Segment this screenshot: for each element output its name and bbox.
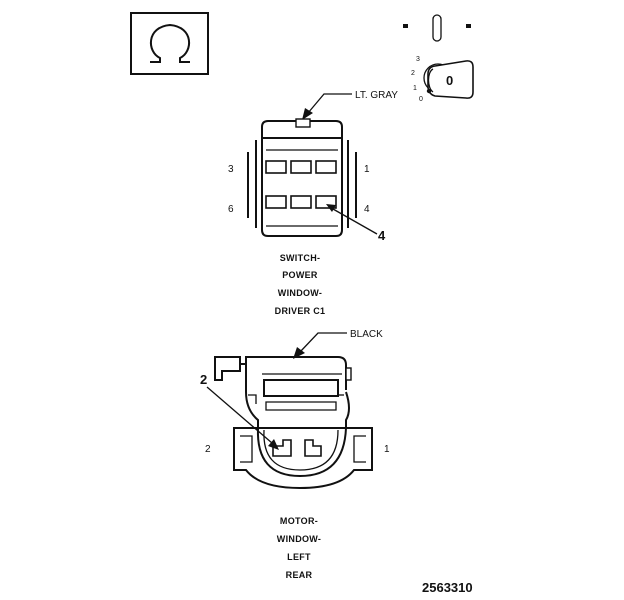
motor-caption-line-4: REAR: [286, 570, 313, 580]
motor-pin-label-2: 2: [205, 444, 211, 455]
motor-probe-arrowhead: [268, 439, 279, 450]
connector-motor: BLACK 2 1 2 MOTOR- WINDOW- LEFT: [200, 329, 390, 580]
c1-caption-line-2: POWER: [282, 270, 318, 280]
c1-probe-arrowhead: [326, 204, 336, 212]
motor-caption-line-3: LEFT: [287, 552, 311, 562]
c1-caption-line-4: DRIVER C1: [275, 306, 326, 316]
c1-cavity-2: [290, 160, 312, 174]
c1-pin-label-3: 3: [228, 164, 234, 175]
c1-pin-label-1: 1: [364, 164, 370, 175]
c1-cavity-5: [290, 195, 312, 209]
motor-caption-line-2: WINDOW-: [277, 534, 321, 544]
c1-probe-callout: 4: [378, 228, 386, 243]
ignition-pos-3: 3: [416, 56, 420, 63]
motor-color-callout: BLACK: [350, 329, 383, 340]
connector-c1: LT. GRAY 3 1 6 4 4 SWITCH- POWER WINDOW-: [228, 90, 398, 316]
ignition-pos-1: 1: [413, 85, 417, 92]
c1-color-arrowhead: [302, 108, 313, 120]
c1-pin-label-4: 4: [364, 204, 370, 215]
motor-probe-callout: 2: [200, 372, 207, 387]
ignition-pos-2: 2: [411, 70, 415, 77]
c1-color-callout: LT. GRAY: [355, 90, 398, 101]
c1-caption-line-1: SWITCH-: [280, 253, 321, 263]
motor-caption-line-1: MOTOR-: [280, 516, 318, 526]
document-number: 2563310: [422, 580, 473, 595]
c1-cavity-1: [315, 160, 337, 174]
c1-pin-label-6: 6: [228, 204, 234, 215]
ignition-key-label: 0: [446, 73, 453, 88]
motor-pin-label-1: 1: [384, 444, 390, 455]
c1-caption-line-3: WINDOW-: [278, 288, 322, 298]
ignition-switch-icon: 3 2 1 0 0: [403, 14, 474, 103]
motor-terminal-1: [304, 439, 322, 457]
ohm-icon: [130, 12, 209, 75]
ignition-pos-0: 0: [419, 96, 423, 103]
c1-cavity-3: [265, 160, 287, 174]
c1-cavity-6: [265, 195, 287, 209]
